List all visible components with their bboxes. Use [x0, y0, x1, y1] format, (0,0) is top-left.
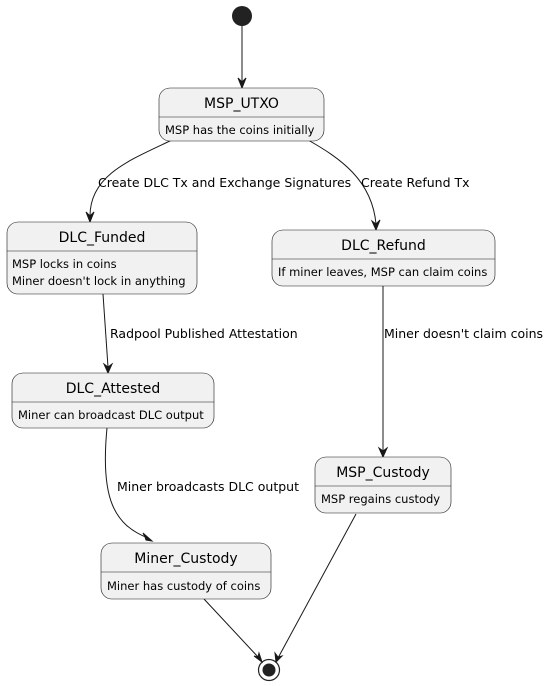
state-description: Miner has custody of coins	[107, 579, 260, 593]
arrowhead	[142, 532, 154, 542]
edge-dlc-funded-to-dlc-attested	[102, 293, 109, 368]
label-refund-to-custody: Miner doesn't claim coins	[384, 326, 543, 341]
arrowhead	[85, 211, 95, 224]
state-description: Miner doesn't lock in anything	[12, 274, 186, 288]
arrowhead	[102, 362, 114, 375]
state-title: DLC_Refund	[341, 238, 426, 254]
state-description: If miner leaves, MSP can claim coins	[278, 265, 487, 279]
state-description: Miner can broadcast DLC output	[18, 408, 204, 422]
edge-msp-utxo-to-dlc-refund	[307, 139, 377, 225]
state-description: MSP regains custody	[321, 492, 440, 506]
state-dlc-funded[interactable]: DLC_Funded MSP locks in coins Miner does…	[6, 221, 198, 295]
initial-state-node	[232, 6, 252, 26]
state-miner-custody[interactable]: Miner_Custody Miner has custody of coins	[100, 542, 272, 600]
arrowhead	[253, 651, 263, 664]
state-dlc-attested[interactable]: DLC_Attested Miner can broadcast DLC out…	[11, 372, 215, 429]
arrowhead	[370, 219, 381, 232]
edge-msp-utxo-to-dlc-funded	[89, 139, 173, 217]
state-title: DLC_Funded	[59, 230, 146, 246]
state-description: MSP locks in coins	[12, 257, 117, 271]
final-state-node	[257, 658, 281, 682]
state-description: MSP has the coins initially	[165, 123, 315, 137]
state-title: MSP_UTXO	[204, 96, 279, 112]
arrowhead	[237, 77, 247, 90]
label-funded-to-attested: Radpool Published Attestation	[110, 326, 298, 341]
state-title: DLC_Attested	[66, 381, 161, 397]
edge-msp-custody-to-final	[277, 513, 357, 659]
label-utxo-to-refund: Create Refund Tx	[361, 175, 470, 190]
state-msp-custody[interactable]: MSP_Custody MSP regains custody	[314, 456, 452, 514]
state-msp-utxo[interactable]: MSP_UTXO MSP has the coins initially	[158, 87, 325, 142]
edge-miner-custody-to-final	[203, 598, 260, 659]
edge-dlc-attested-to-miner-custody	[104, 427, 149, 539]
state-dlc-refund[interactable]: DLC_Refund If miner leaves, MSP can clai…	[271, 229, 496, 287]
state-title: Miner_Custody	[134, 551, 237, 567]
arrowhead	[377, 446, 389, 459]
arrowhead	[274, 651, 284, 664]
label-attested-to-miner: Miner broadcasts DLC output	[117, 479, 299, 494]
label-utxo-to-funded: Create DLC Tx and Exchange Signatures	[98, 175, 351, 190]
state-title: MSP_Custody	[336, 465, 430, 481]
